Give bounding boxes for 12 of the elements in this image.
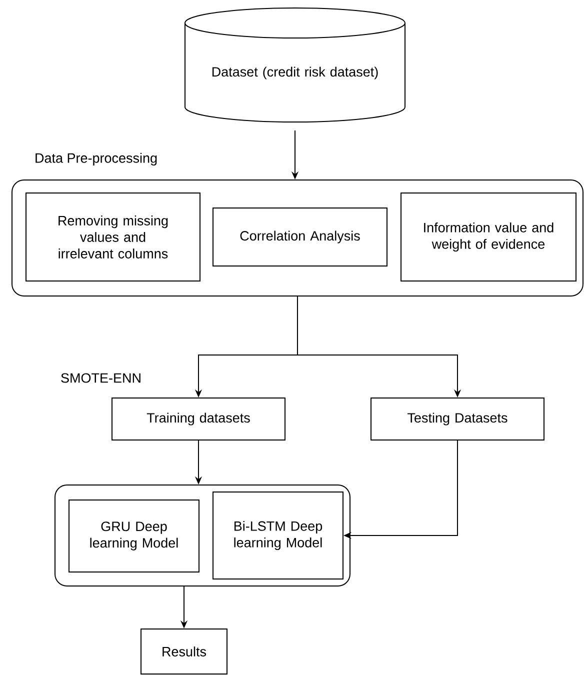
model-box: GRU Deep learning Model <box>68 500 200 572</box>
model-group <box>54 484 350 586</box>
process-box: Removing missing values and irrelevant columns <box>26 192 200 282</box>
model-box: Bi-LSTM Deep learning Model <box>212 492 344 580</box>
process-box: Information value and weight of evidence <box>400 192 576 282</box>
group-heading: Data Pre-processing <box>36 152 157 166</box>
process-box: Correlation Analysis <box>212 208 388 266</box>
process-box: Testing Datasets <box>370 398 544 440</box>
process-box: Training datasets <box>112 398 286 440</box>
result-box: Results <box>140 628 228 674</box>
annotation-label: SMOTE-ENN <box>61 373 140 383</box>
database-cylinder: Dataset (credit risk dataset) <box>184 8 406 122</box>
